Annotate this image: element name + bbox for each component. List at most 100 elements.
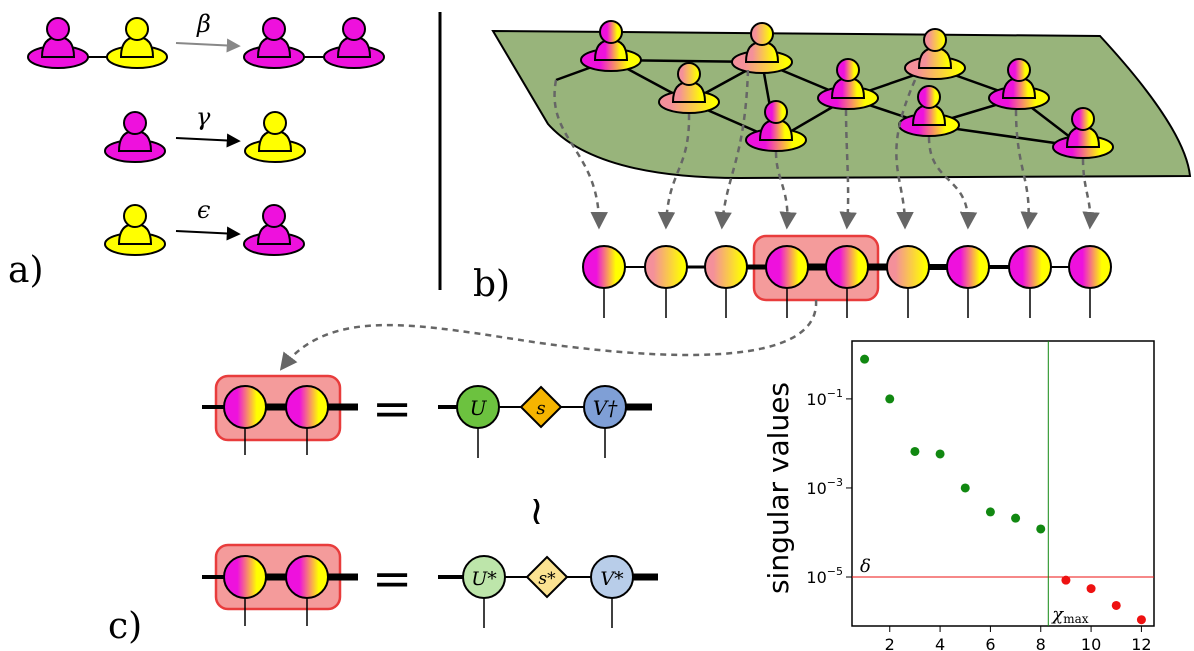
svg-text:10−1: 10−1 — [806, 387, 843, 409]
svg-text:10−3: 10−3 — [806, 476, 843, 498]
mps-tensor — [825, 245, 869, 289]
x-tick-label: 12 — [1131, 635, 1151, 651]
discarded-singular-value-point — [1136, 615, 1146, 625]
s-tensor — [519, 385, 563, 429]
mps-tensor — [582, 245, 626, 289]
person-icon-gradient — [817, 58, 879, 110]
V-star-label: V* — [600, 568, 624, 590]
tick-exp: −3 — [827, 476, 843, 489]
person-icon-gradient — [580, 20, 642, 72]
discarded-singular-value-point — [1061, 575, 1071, 585]
panel-a: β γ ϵ — [8, 10, 385, 291]
s-label: s — [536, 398, 545, 419]
equals-sign: = — [372, 381, 412, 437]
panel-b-label: b) — [473, 264, 510, 305]
mps-tensor — [704, 245, 748, 289]
V-star-tensor — [590, 555, 634, 599]
tick-base: 10 — [806, 479, 826, 498]
mps-tensor — [1008, 245, 1052, 289]
person-icon-magenta — [243, 17, 305, 69]
person-icon-gradient — [658, 62, 720, 114]
data-points — [860, 354, 1146, 625]
plot-frame — [851, 340, 1155, 627]
U-star-label: U* — [471, 568, 497, 590]
person-icon-gradient — [904, 28, 966, 80]
chi-max-label: χmax — [1050, 604, 1088, 626]
discarded-singular-value-point — [1111, 600, 1121, 610]
delta-label: δ — [860, 556, 871, 577]
mps-tensor — [946, 245, 990, 289]
U-label: U — [470, 396, 488, 420]
equals-sign: = — [372, 551, 412, 607]
tick-exp: −1 — [827, 387, 843, 400]
person-icon-gradient — [731, 22, 793, 74]
y-tick-10^-3: 10−3 — [806, 476, 852, 498]
kept-singular-value-point — [860, 354, 870, 364]
x-tick-label: 8 — [1036, 635, 1046, 651]
approx-sign: ≀ — [529, 488, 544, 534]
person-icon-magenta — [323, 17, 385, 69]
zoom-arrow — [279, 299, 818, 371]
U-star-tensor — [462, 555, 506, 599]
kept-singular-value-point — [960, 483, 970, 493]
panel-c: = U s V† ≀ = U* s* V* c) — [108, 299, 818, 647]
Vdag-tensor — [583, 385, 627, 429]
x-tick-label: 2 — [885, 635, 895, 651]
tick-base: 10 — [806, 568, 826, 587]
U-tensor — [456, 385, 500, 429]
person-icon-gradient — [898, 85, 960, 137]
kept-singular-value-point — [910, 446, 920, 456]
person-icon-gradient — [988, 58, 1050, 110]
epsilon-label: ϵ — [197, 196, 210, 224]
gamma-label: γ — [196, 103, 211, 131]
tensor — [223, 555, 267, 599]
person-icon-yellow — [106, 17, 168, 69]
x-ticks: 2 4 6 8 10 12 — [885, 626, 1152, 651]
x-tick-label: 10 — [1081, 635, 1101, 651]
kept-singular-value-point — [1036, 524, 1046, 534]
mps-tensor — [886, 245, 930, 289]
mps-tensors — [582, 245, 1112, 289]
tick-base: 10 — [806, 390, 826, 409]
person-icon-yellow — [244, 111, 306, 163]
tensor — [285, 385, 329, 429]
person-icon-magenta — [104, 111, 166, 163]
svg-text:10−5: 10−5 — [806, 565, 843, 587]
mps-tensor — [765, 245, 809, 289]
panel-c-label: c) — [108, 606, 142, 647]
beta-label: β — [196, 10, 211, 38]
tick-exp: −5 — [827, 565, 843, 578]
person-icon-magenta — [27, 17, 89, 69]
y-tick-10^-1: 10−1 — [806, 387, 852, 409]
panel-b: b) — [473, 20, 1192, 318]
chi-subscript: max — [1063, 612, 1089, 626]
Vdag-label: V† — [593, 396, 618, 420]
tensor — [285, 555, 329, 599]
kept-singular-value-point — [985, 507, 995, 517]
x-tick-label: 4 — [935, 635, 945, 651]
panel-a-label: a) — [8, 250, 44, 291]
mapping-arrows — [553, 69, 1100, 230]
person-icon-yellow — [104, 204, 166, 256]
person-icon-gradient — [1052, 107, 1114, 159]
loss-of-immunity-arrow — [175, 226, 241, 241]
mps-tensor — [644, 245, 688, 289]
discarded-singular-value-point — [1086, 584, 1096, 594]
mps-tensor — [1068, 245, 1112, 289]
kept-singular-value-point — [935, 449, 945, 459]
s-star-label: s* — [538, 569, 556, 589]
chi-symbol: χ — [1050, 604, 1064, 625]
y-tick-10^-5: 10−5 — [806, 565, 852, 587]
recovery-arrow — [175, 133, 241, 148]
kept-singular-value-point — [885, 394, 895, 404]
kept-singular-value-point — [1011, 513, 1021, 523]
y-axis-label: singular values — [762, 382, 795, 594]
tensor — [223, 385, 267, 429]
infection-arrow — [175, 38, 241, 53]
s-star-tensor — [525, 555, 569, 599]
person-icon-magenta — [243, 204, 305, 256]
person-icon-gradient — [745, 100, 807, 152]
x-tick-label: 6 — [985, 635, 995, 651]
